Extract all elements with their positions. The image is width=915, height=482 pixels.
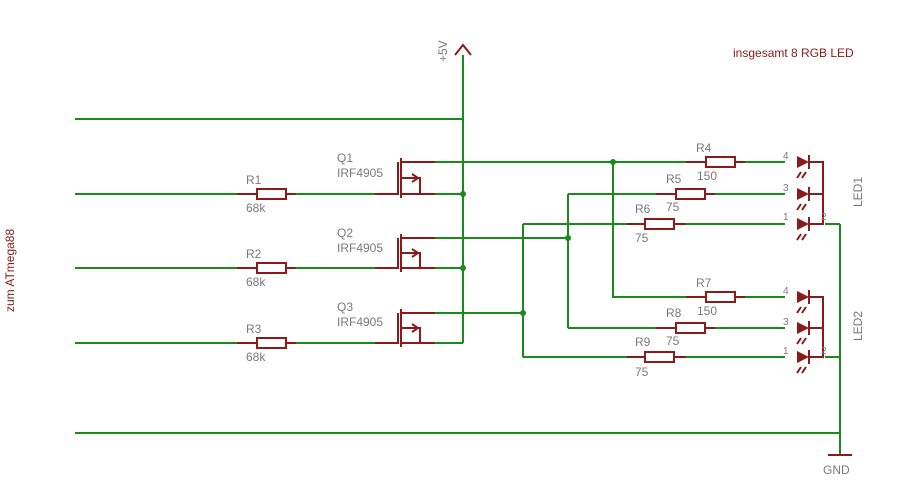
supply-arrow-icon — [454, 43, 472, 56]
resistor-r9-body — [644, 351, 675, 363]
r9-value-top: 75 — [666, 334, 680, 348]
resistor-r5-body — [675, 188, 706, 200]
q1-ref: Q1 — [337, 151, 353, 165]
r5-ref: R5 — [666, 172, 682, 186]
wire-drain-2 — [435, 193, 656, 329]
junction-dot — [460, 191, 466, 197]
mosfet-q3-symbol — [375, 309, 435, 347]
junction-dot — [520, 310, 526, 316]
mosfet-q2-symbol — [375, 234, 435, 272]
r6-value: 75 — [635, 231, 649, 245]
q3-value: IRF4905 — [337, 315, 383, 329]
led-pin-numbers: 4 3 1 2 4 3 1 2 — [783, 151, 827, 357]
led1-pin-3: 3 — [783, 183, 789, 194]
wire-drain-3 — [435, 223, 627, 358]
resistor-r2-body — [256, 262, 287, 274]
led1-pin-2: 2 — [821, 212, 827, 223]
wire-5v-rail — [75, 55, 464, 120]
junction-dot — [460, 265, 466, 271]
led2-pin-3: 3 — [783, 317, 789, 328]
r4-ref: R4 — [696, 141, 712, 155]
junctions — [460, 159, 616, 316]
r6-value-top: 75 — [666, 200, 680, 214]
r9-value: 75 — [635, 365, 649, 379]
note-label: insgesamt 8 RGB LED — [733, 46, 854, 60]
r3-ref: R3 — [246, 322, 262, 336]
led2-pin-2: 2 — [821, 346, 827, 357]
led1-pin-1: 1 — [783, 212, 789, 223]
q3-ref: Q3 — [337, 300, 353, 314]
mosfet-q1-symbol — [375, 158, 435, 198]
q2-ref: Q2 — [337, 226, 353, 240]
wires — [75, 55, 841, 455]
junction-dot — [565, 235, 571, 241]
r8-ref: R8 — [666, 306, 682, 320]
led2-pin-1: 1 — [783, 346, 789, 357]
supply-label: +5V — [436, 40, 450, 62]
mcu-label: zum ATmega88 — [3, 229, 17, 312]
wire-drain-1 — [435, 161, 686, 298]
mosfets — [375, 158, 435, 347]
resistor-r6-body — [644, 218, 675, 230]
r2-ref: R2 — [246, 247, 262, 261]
resistor-r1-body — [256, 188, 287, 200]
r7-ref: R7 — [696, 276, 712, 290]
q2-value: IRF4905 — [337, 241, 383, 255]
led2-pin-4: 4 — [783, 286, 789, 297]
resistor-r4-body — [705, 156, 736, 168]
led1-ref: LED1 — [851, 177, 865, 207]
r6-ref: R6 — [635, 202, 651, 216]
r1-value: 68k — [246, 201, 266, 215]
resistor-r8-body — [675, 322, 706, 334]
gate-resistors — [237, 188, 296, 349]
r9-ref: R9 — [635, 335, 651, 349]
led1-pin-4: 4 — [783, 151, 789, 162]
r3-value: 68k — [246, 350, 266, 364]
r8-value: 150 — [697, 304, 717, 318]
led2-ref: LED2 — [851, 311, 865, 341]
resistor-r7-body — [705, 291, 736, 303]
q1-value: IRF4905 — [337, 166, 383, 180]
resistor-r3-body — [256, 337, 287, 349]
led2-symbol — [796, 290, 824, 374]
r1-ref: R1 — [246, 173, 262, 187]
r5-value: 150 — [697, 169, 717, 183]
ground-label: GND — [823, 463, 850, 477]
junction-dot — [610, 159, 616, 165]
led-resistors — [627, 156, 745, 363]
led1-symbol — [796, 155, 824, 241]
r2-value: 68k — [246, 275, 266, 289]
